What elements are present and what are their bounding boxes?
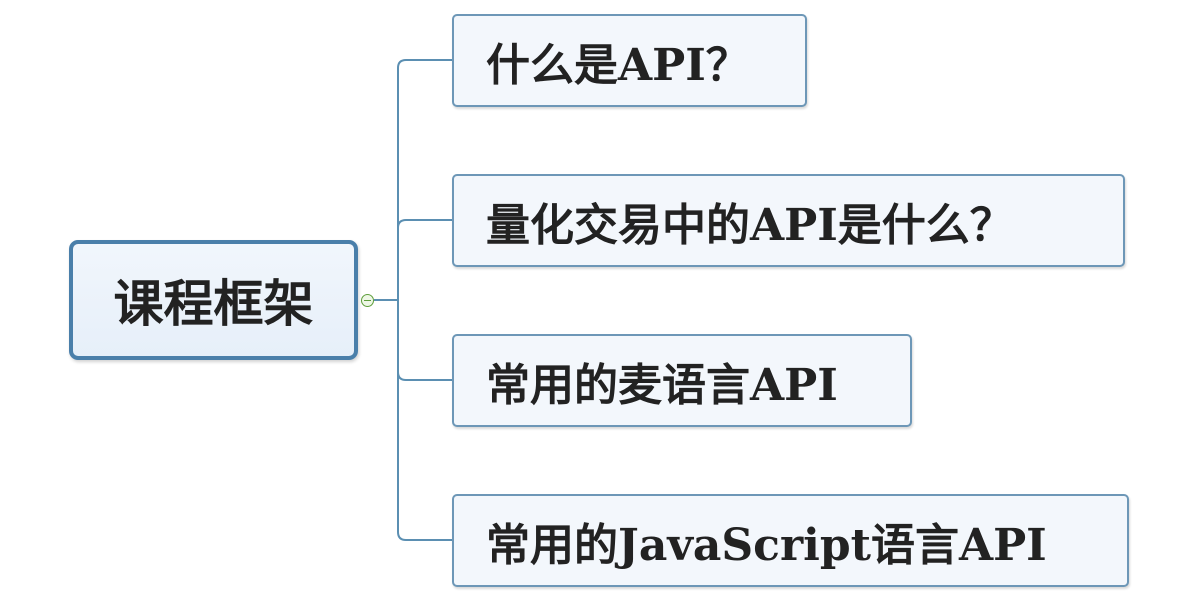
connector-branch-2 (397, 219, 452, 300)
subtopic-label: 什么是API？ (486, 39, 750, 91)
root-topic-node[interactable]: 课程框架 (69, 240, 358, 360)
connector-branch-4 (397, 300, 452, 541)
subtopic-node-what-is-api[interactable]: 什么是API？ (452, 14, 807, 107)
connector-branch-1 (397, 59, 452, 300)
subtopic-node-api-in-quant-trading[interactable]: 量化交易中的API是什么？ (452, 174, 1125, 267)
collapse-toggle-icon[interactable] (361, 294, 374, 307)
root-topic-label: 课程框架 (113, 274, 314, 333)
subtopic-label: 常用的JavaScript语言API (486, 519, 1047, 571)
subtopic-node-javascript-api[interactable]: 常用的JavaScript语言API (452, 494, 1129, 587)
connector-branch-3 (397, 300, 452, 381)
subtopic-node-mylanguage-api[interactable]: 常用的麦语言API (452, 334, 912, 427)
subtopic-label: 量化交易中的API是什么？ (486, 199, 1014, 251)
subtopic-label: 常用的麦语言API (486, 359, 838, 411)
